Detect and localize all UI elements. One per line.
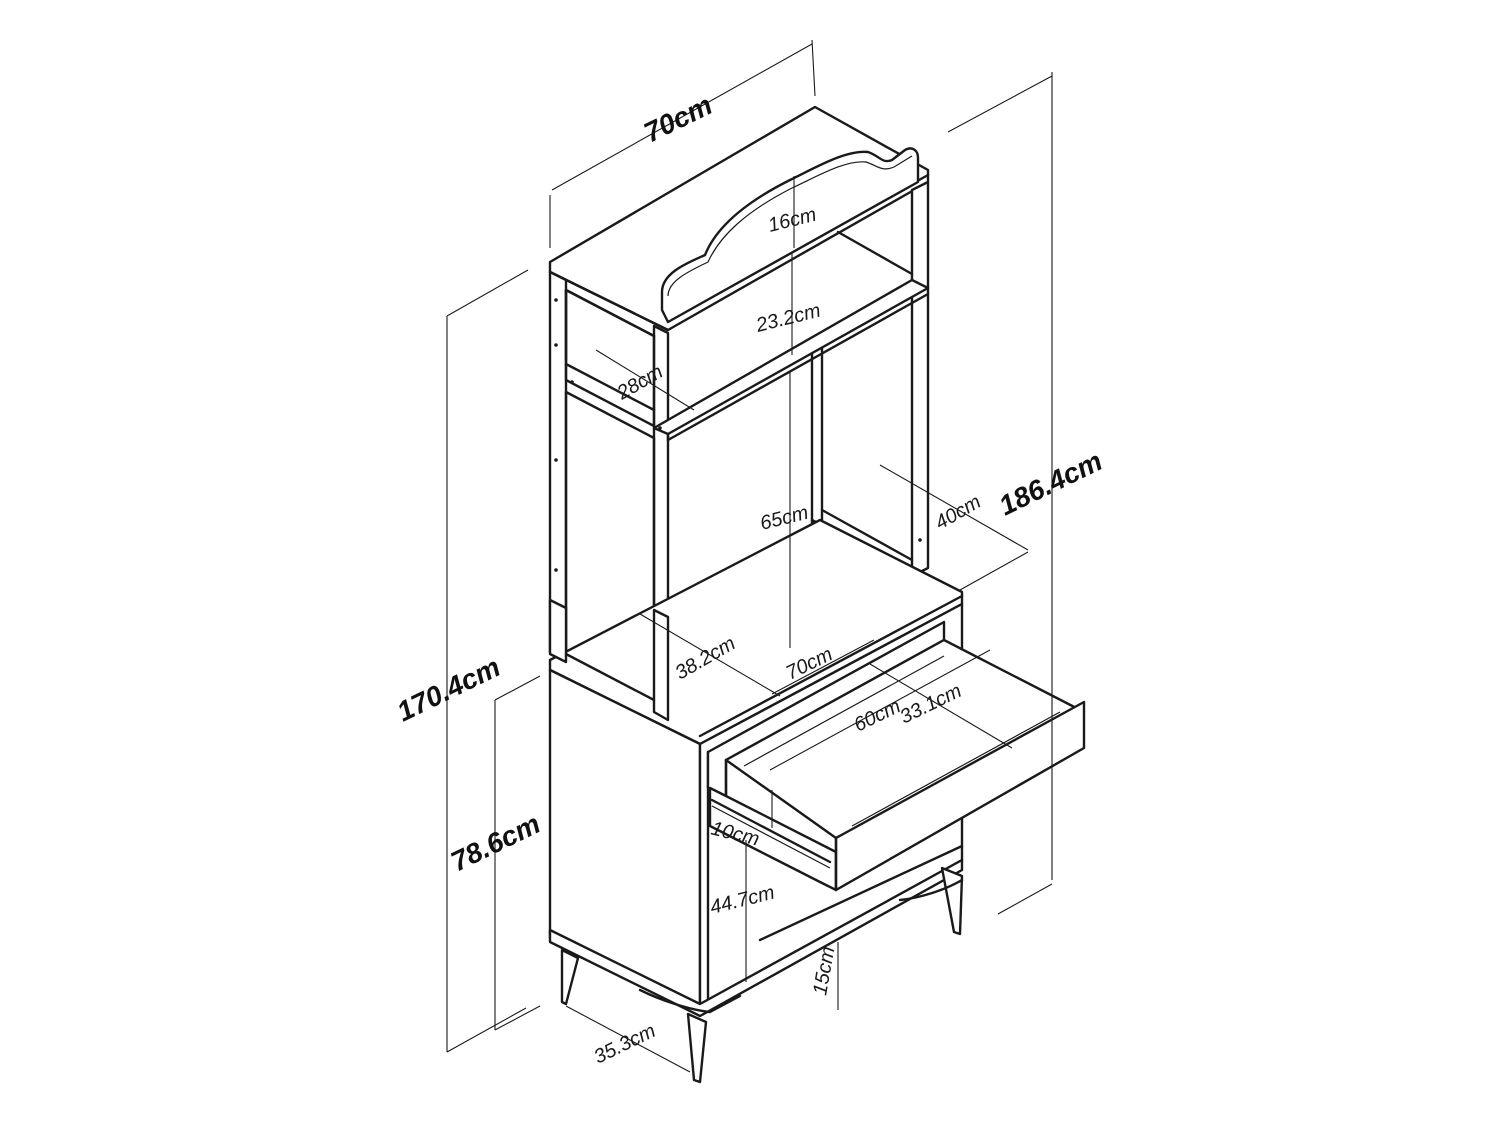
label-upper-shelf-gap: 23.2cm: [753, 300, 823, 337]
drawer-inner-line-2: [851, 711, 1061, 827]
label-hutch-height: 170.4cm: [392, 651, 505, 727]
plinth: [548, 858, 964, 1018]
leg-right: [940, 866, 964, 936]
top-board-front-edge: [548, 270, 670, 332]
side-frame-upper: [564, 288, 656, 428]
front-post-lower: [652, 608, 670, 722]
dimension-lines: [446, 39, 1053, 1073]
mid-post: [810, 343, 824, 527]
upper-back-rail: [564, 362, 656, 412]
drawer-rail: [710, 798, 832, 864]
label-overall-depth: 40cm: [932, 491, 985, 535]
label-total-height: 186.4cm: [994, 445, 1107, 521]
drawer-rail-2: [711, 805, 831, 869]
back-lower-rail: [820, 508, 914, 562]
label-top-width: 70cm: [639, 89, 717, 148]
leg-front: [686, 1012, 708, 1084]
crest-panel-inner-edge: [667, 155, 913, 297]
left-post-lower: [548, 598, 568, 664]
label-base-depth: 35.3cm: [591, 1020, 660, 1069]
drawer-inner-line: [743, 655, 945, 767]
leg-left: [560, 948, 580, 1006]
leg-bracket-front: [638, 988, 742, 1014]
upper-shelf-front: [666, 292, 930, 442]
upper-top-rail: [836, 230, 914, 276]
back-post: [910, 180, 930, 578]
leg-bracket-right: [898, 878, 964, 902]
desk-top-side: [698, 594, 964, 738]
crest-panel: [660, 147, 920, 324]
lower-shelf: [758, 844, 964, 942]
side-frame-bottom: [564, 652, 656, 702]
upper-shelf: [652, 278, 930, 436]
